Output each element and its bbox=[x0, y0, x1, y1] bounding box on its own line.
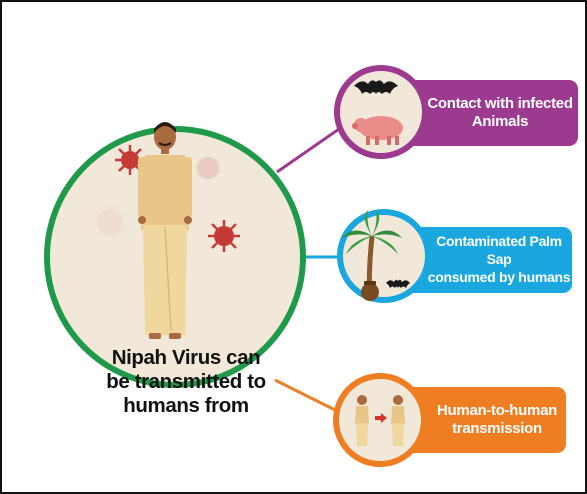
route-label-line: transmission bbox=[452, 420, 542, 438]
route-label-animals: Contact with infected Animals bbox=[424, 86, 576, 140]
route-label-line: Contaminated Palm Sap bbox=[426, 232, 572, 268]
main-caption-line: humans from bbox=[92, 394, 280, 418]
route-label-line: Human-to-human bbox=[437, 402, 557, 420]
route-label-line: consumed by humans bbox=[428, 268, 570, 286]
virus-icon bbox=[208, 220, 240, 252]
route-label-human: Human-to-human transmission bbox=[428, 393, 566, 447]
main-caption: Nipah Virus can be transmitted to humans… bbox=[92, 346, 280, 418]
main-caption-line: be transmitted to bbox=[92, 370, 280, 394]
route-label-palm-sap: Contaminated Palm Sap consumed by humans bbox=[426, 232, 572, 286]
route-circle-palm-sap bbox=[340, 212, 428, 300]
main-caption-line: Nipah Virus can bbox=[92, 346, 280, 370]
virus-icon bbox=[88, 200, 132, 244]
route-label-line: Contact with infected bbox=[427, 95, 572, 113]
virus-icon bbox=[190, 150, 226, 186]
route-label-line: Animals bbox=[472, 113, 528, 131]
